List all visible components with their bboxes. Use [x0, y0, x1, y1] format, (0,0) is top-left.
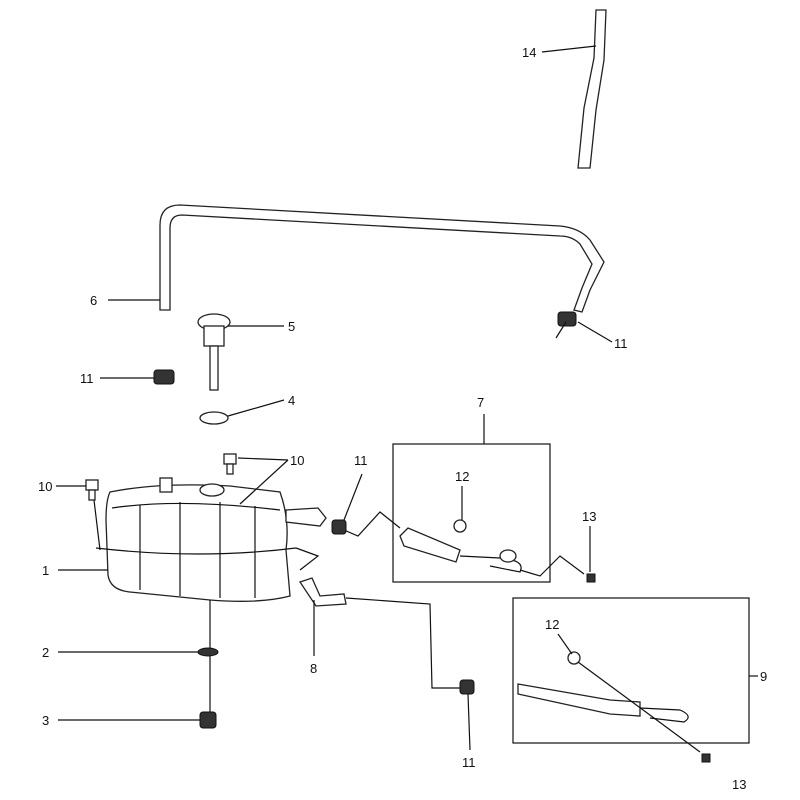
callout-9: 9 — [760, 669, 767, 684]
hose-part-14 — [577, 9, 607, 169]
hose-clamp-part-11 — [153, 369, 175, 385]
filler-cap-part-5 — [197, 313, 231, 391]
callout-6: 6 — [90, 293, 97, 308]
hose-clamp-part-11 — [459, 679, 475, 695]
bolt-part-10 — [223, 453, 237, 475]
screw-part-13 — [701, 753, 711, 763]
screw-part-13 — [586, 573, 596, 583]
callout-13: 13 — [732, 777, 746, 792]
fuel-line-part-9 — [517, 651, 689, 723]
callout-12: 12 — [545, 617, 559, 632]
callout-12: 12 — [455, 469, 469, 484]
callout-10: 10 — [38, 479, 52, 494]
callout-10: 10 — [290, 453, 304, 468]
washer-part-2 — [197, 647, 219, 657]
callout-7: 7 — [477, 395, 484, 410]
fuel-line-kit-box-9 — [512, 597, 750, 744]
elbow-fitting-part-8 — [298, 577, 347, 607]
callout-1: 1 — [42, 563, 49, 578]
callout-3: 3 — [42, 713, 49, 728]
hose-clamp-part-11 — [331, 519, 347, 535]
callout-4: 4 — [288, 393, 295, 408]
fuel-line-part-7 — [399, 519, 522, 573]
bolt-part-10 — [85, 479, 99, 501]
drain-plug-part-3 — [199, 711, 217, 729]
callout-2: 2 — [42, 645, 49, 660]
callout-13: 13 — [582, 509, 596, 524]
callout-11: 11 — [614, 336, 628, 351]
callout-11: 11 — [80, 371, 94, 386]
callout-8: 8 — [310, 661, 317, 676]
fuel-tank-part-1 — [95, 477, 327, 602]
callout-14: 14 — [522, 45, 536, 60]
leader-lines — [56, 45, 758, 753]
gasket-part-4 — [199, 411, 229, 425]
callout-11: 11 — [462, 755, 476, 770]
fuel-line-kit-box-7 — [392, 443, 551, 583]
callout-5: 5 — [288, 319, 295, 334]
callout-11: 11 — [354, 453, 368, 468]
hose-clamp-part-11 — [557, 311, 577, 327]
vent-hose-part-6 — [159, 204, 605, 313]
